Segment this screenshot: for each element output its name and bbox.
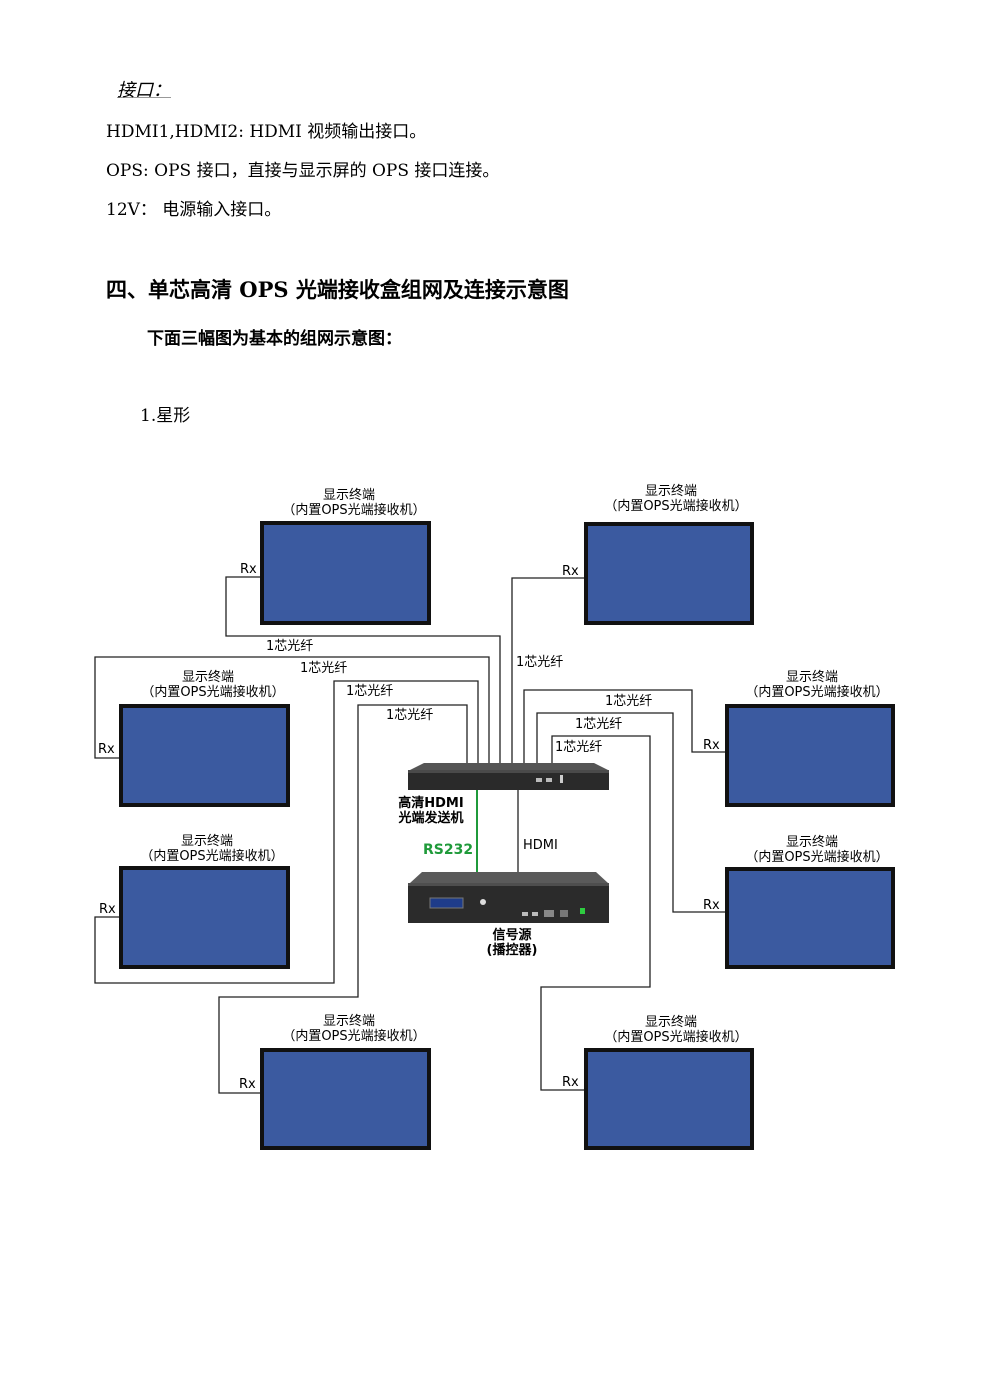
transmitter-label-1: 高清HDMI	[398, 795, 463, 811]
terminal-subtitle: （内置OPS光端接收机）	[604, 1029, 747, 1045]
terminal-subtitle: （内置OPS光端接收机）	[745, 849, 888, 865]
wire-t5	[94, 680, 479, 984]
terminal-screen	[119, 704, 290, 807]
rs232-label: RS232	[423, 842, 473, 858]
rx-label: Rx	[240, 562, 257, 577]
terminal-title: 显示终端	[181, 833, 233, 849]
player-top	[410, 872, 608, 883]
hdmi-fiber-transmitter: 高清HDMI 光端发送机	[397, 763, 609, 826]
hdmi-label: HDMI	[523, 838, 558, 853]
wire-t3	[94, 656, 490, 768]
section-subtitle: 下面三幅图为基本的组网示意图：	[147, 329, 402, 349]
display-terminal-3: 显示终端 （内置OPS光端接收机） Rx	[98, 669, 290, 807]
terminal-subtitle: （内置OPS光端接收机）	[282, 1028, 425, 1044]
player-power-led	[580, 908, 585, 914]
fiber-label: 1芯光纤	[346, 684, 393, 699]
display-terminal-1: 显示终端 （内置OPS光端接收机） Rx	[240, 487, 431, 625]
power-port-line: 12V： 电源输入接口。	[106, 200, 282, 220]
terminal-title: 显示终端	[786, 834, 838, 850]
wire-t7	[218, 704, 468, 1094]
terminal-title: 显示终端	[645, 1014, 697, 1030]
signal-source-player: 信号源 (播控器)	[408, 872, 609, 958]
terminal-title: 显示终端	[182, 669, 234, 685]
rx-label: Rx	[239, 1077, 256, 1092]
ops-port-line: OPS: OPS 接口，直接与显示屏的 OPS 接口连接。	[106, 161, 500, 181]
wire-t2	[511, 577, 586, 768]
interface-heading: 接口：	[117, 80, 171, 101]
terminal-title: 显示终端	[323, 1013, 375, 1029]
fiber-label: 1芯光纤	[555, 740, 602, 755]
terminal-title: 显示终端	[786, 669, 838, 685]
terminal-subtitle: （内置OPS光端接收机）	[282, 502, 425, 518]
wire-t8	[540, 735, 651, 1091]
terminal-subtitle: （内置OPS光端接收机）	[140, 848, 283, 864]
terminal-screen	[260, 1048, 431, 1150]
display-terminal-4: 显示终端 （内置OPS光端接收机） Rx	[703, 669, 895, 807]
terminal-screen	[725, 704, 895, 807]
fiber-label: 1芯光纤	[300, 661, 347, 676]
rx-label: Rx	[562, 564, 579, 579]
display-terminal-2: 显示终端 （内置OPS光端接收机） Rx	[562, 483, 754, 625]
terminal-screen	[725, 867, 895, 969]
source-label-1: 信号源	[492, 927, 531, 943]
hdmi-ports-line: HDMI1,HDMI2: HDMI 视频输出接口。	[106, 122, 427, 142]
section-title: 四、单芯高清 OPS 光端接收盒组网及连接示意图	[106, 277, 569, 302]
terminal-screen	[584, 1048, 754, 1150]
fiber-labels: 1芯光纤 1芯光纤 1芯光纤 1芯光纤 1芯光纤 1芯光纤 1芯光纤 1芯光纤	[266, 639, 652, 755]
fiber-label: 1芯光纤	[386, 708, 433, 723]
terminal-screen	[119, 866, 290, 969]
transmitter-top	[410, 763, 608, 770]
fiber-label: 1芯光纤	[516, 655, 563, 670]
terminal-subtitle: （内置OPS光端接收机）	[141, 684, 284, 700]
display-terminal-8: 显示终端 （内置OPS光端接收机） Rx	[562, 1014, 754, 1150]
player-dial-icon	[480, 899, 486, 905]
rx-label: Rx	[99, 902, 116, 917]
transmitter-front	[408, 770, 609, 790]
display-terminal-6: 显示终端 （内置OPS光端接收机） Rx	[703, 834, 895, 969]
fiber-label: 1芯光纤	[575, 717, 622, 732]
wire-t6	[536, 712, 727, 913]
terminal-title: 显示终端	[323, 487, 375, 503]
fiber-label: 1芯光纤	[266, 639, 313, 654]
terminal-subtitle: （内置OPS光端接收机）	[604, 498, 747, 514]
terminal-title: 显示终端	[645, 483, 697, 499]
rx-label: Rx	[703, 898, 720, 913]
star-topology-heading: 1.星形	[140, 406, 191, 426]
terminal-screen	[260, 521, 431, 625]
player-lcd	[429, 897, 464, 909]
fiber-wires	[94, 576, 727, 1094]
wire-t1	[225, 576, 501, 768]
rx-label: Rx	[98, 742, 115, 757]
display-terminal-5: 显示终端 （内置OPS光端接收机） Rx	[99, 833, 290, 969]
rx-label: Rx	[562, 1075, 579, 1090]
display-terminal-7: 显示终端 （内置OPS光端接收机） Rx	[239, 1013, 431, 1150]
fiber-label: 1芯光纤	[605, 694, 652, 709]
rx-label: Rx	[703, 738, 720, 753]
terminal-subtitle: （内置OPS光端接收机）	[745, 684, 888, 700]
transmitter-label-2: 光端发送机	[397, 810, 463, 826]
terminal-screen	[584, 522, 754, 625]
source-label-2: (播控器)	[487, 942, 538, 958]
wire-t4	[523, 689, 727, 768]
